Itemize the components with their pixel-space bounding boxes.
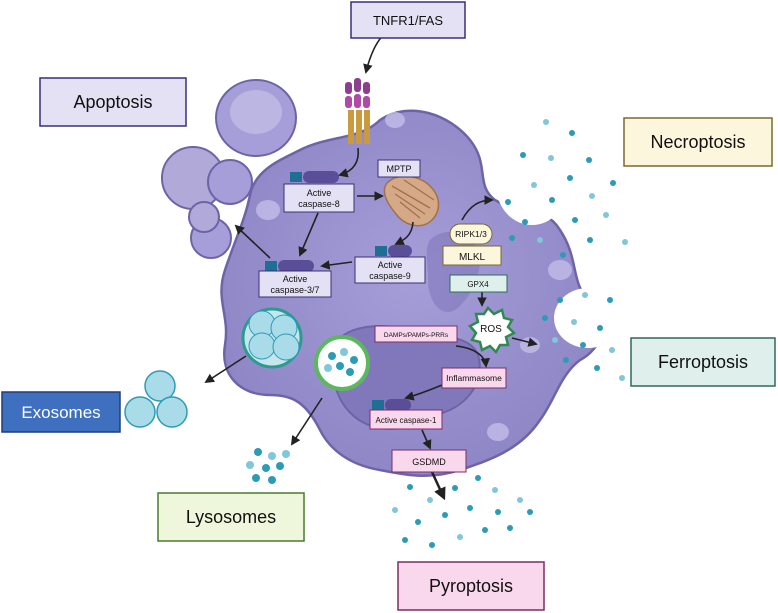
exosomes-box: Exosomes: [1, 391, 121, 433]
pyroptosis-label: Pyroptosis: [429, 576, 513, 596]
ripk-box: RIPK1/3: [449, 223, 493, 245]
caspase-1-molecule: [372, 399, 411, 411]
receptor-label: TNFR1/FAS: [373, 13, 443, 28]
exosomes-label: Exosomes: [21, 403, 100, 422]
active-caspase-8-line1: Active: [307, 188, 332, 198]
damps-label: DAMPs/PAMPs-PRRs: [384, 332, 449, 339]
receptor-box: TNFR1/FAS: [350, 1, 466, 39]
pyroptosis-particles: [392, 475, 533, 548]
active-caspase-1-label: Active caspase-1: [376, 416, 437, 425]
multivesicular-body: [241, 307, 303, 369]
lysosomes-label: Lysosomes: [186, 507, 276, 527]
active-caspase-37-line1: Active: [283, 274, 308, 284]
ferroptosis-label: Ferroptosis: [658, 352, 748, 372]
ferroptosis-box: Ferroptosis: [630, 337, 776, 387]
ros-label: ROS: [480, 324, 502, 335]
ferroptosis-particles: [542, 292, 625, 381]
apoptosis-box: Apoptosis: [39, 77, 187, 127]
inflammasome-label: Inflammasome: [446, 373, 502, 383]
apoptotic-bodies: [161, 79, 297, 259]
active-caspase-37-box: Active caspase-3/7: [258, 270, 332, 298]
released-exosomes: [124, 370, 188, 428]
gpx4-label: GPX4: [467, 280, 489, 289]
active-caspase-37-line2: caspase-3/7: [270, 285, 319, 295]
necroptosis-particles: [505, 119, 628, 258]
gsdmd-label: GSDMD: [412, 457, 446, 467]
mptp-box: MPTP: [377, 159, 421, 178]
gpx4-box: GPX4: [449, 274, 508, 293]
receptor-protein: [345, 78, 370, 144]
active-caspase-8-line2: caspase-8: [298, 199, 340, 209]
active-caspase-9-box: Active caspase-9: [354, 256, 426, 284]
pyroptosis-box: Pyroptosis: [397, 561, 545, 611]
caspase-9-molecule: [375, 245, 412, 257]
active-caspase-1-box: Active caspase-1: [369, 409, 443, 430]
necroptosis-label: Necroptosis: [650, 132, 745, 152]
mlkl-label: MLKL: [459, 252, 486, 263]
ros-burst: [468, 306, 517, 355]
active-caspase-9-line1: Active: [378, 260, 403, 270]
active-caspase-9-line2: caspase-9: [369, 271, 411, 281]
damps-box: DAMPs/PAMPs-PRRs: [374, 325, 458, 343]
active-caspase-8-box: Active caspase-8: [283, 183, 355, 213]
lysosome: [314, 335, 370, 391]
gsdmd-box: GSDMD: [391, 449, 467, 473]
caspase-8-molecule: [290, 171, 339, 183]
necroptosis-box: Necroptosis: [623, 117, 773, 167]
released-lysosome-contents: [246, 448, 290, 484]
inflammasome-box: Inflammasome: [441, 367, 507, 389]
lysosomes-box: Lysosomes: [157, 492, 305, 542]
apoptosis-label: Apoptosis: [73, 92, 152, 112]
ripk-label: RIPK1/3: [455, 229, 487, 239]
mitochondrion: [383, 175, 440, 227]
mptp-label: MPTP: [386, 164, 411, 174]
mlkl-box: MLKL: [442, 245, 502, 266]
caspase-37-molecule: [265, 260, 314, 272]
